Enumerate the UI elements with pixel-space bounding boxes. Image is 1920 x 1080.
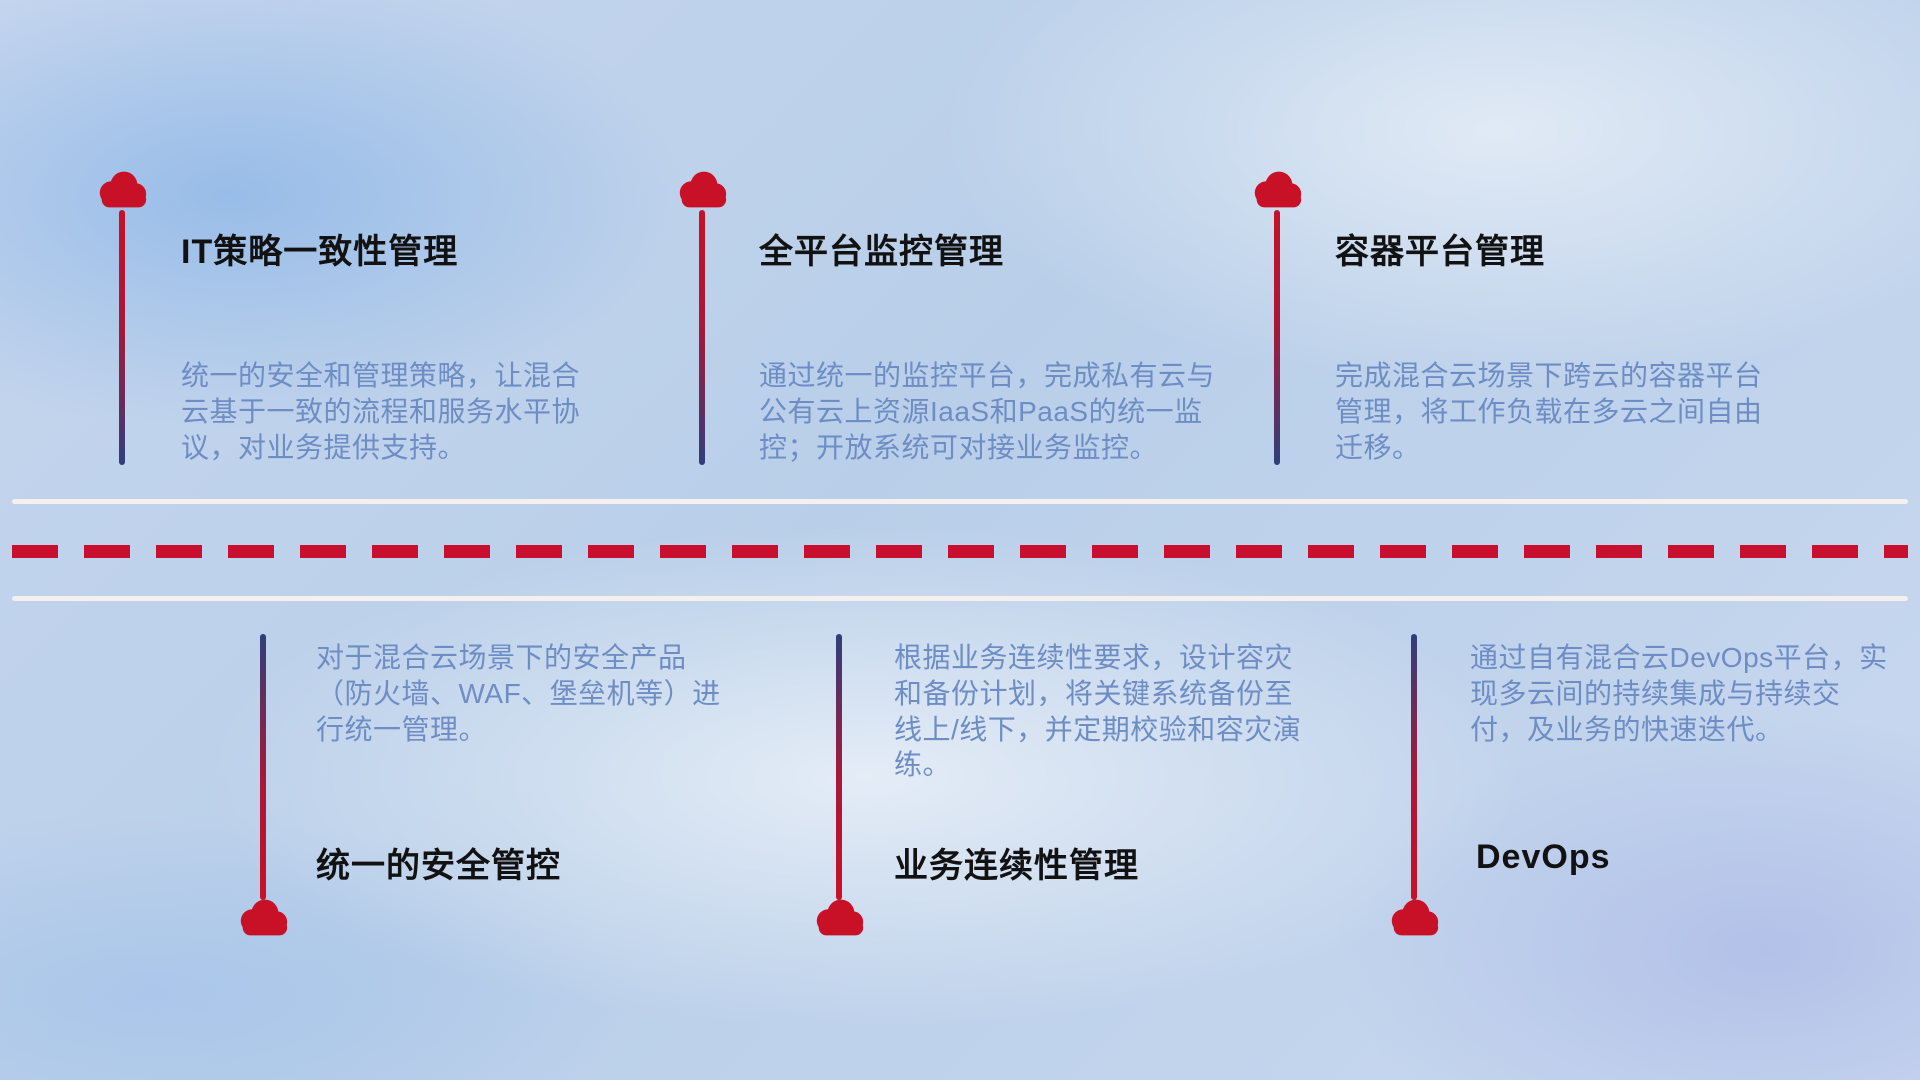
feature-title: IT策略一致性管理	[181, 233, 459, 271]
timeline-connector	[1411, 634, 1417, 900]
cloud-icon	[93, 168, 151, 210]
feature-desc: 根据业务连续性要求，设计容灾和备份计划，将关键系统备份至线上/线下，并定期校验和…	[894, 642, 1302, 781]
road-dashed-line	[12, 545, 1908, 558]
feature-desc: 统一的安全和管理策略，让混合云基于一致的流程和服务水平协议，对业务提供支持。	[181, 360, 581, 463]
road-top-line	[12, 499, 1908, 504]
cloud-icon	[1385, 896, 1443, 938]
feature-desc: 通过自有混合云DevOps平台，实现多云间的持续集成与持续交付，及业务的快速迭代…	[1470, 642, 1888, 745]
road-bottom-line	[12, 596, 1908, 601]
cloud-icon	[673, 168, 731, 210]
feature-desc: 完成混合云场景下跨云的容器平台管理，将工作负载在多云之间自由迁移。	[1335, 360, 1763, 463]
timeline-connector	[260, 634, 266, 900]
cloud-icon	[1248, 168, 1306, 210]
feature-title: 业务连续性管理	[894, 847, 1139, 885]
timeline-connector	[1274, 210, 1280, 465]
feature-title: DevOps	[1476, 838, 1611, 876]
feature-title: 统一的安全管控	[316, 847, 561, 885]
timeline-connector	[836, 634, 842, 900]
cloud-icon	[810, 896, 868, 938]
timeline-connector	[119, 210, 125, 465]
feature-desc: 对于混合云场景下的安全产品（防火墙、WAF、堡垒机等）进行统一管理。	[316, 642, 721, 745]
feature-title: 全平台监控管理	[759, 233, 1004, 271]
cloud-icon	[234, 896, 292, 938]
feature-desc: 通过统一的监控平台，完成私有云与公有云上资源IaaS和PaaS的统一监控；开放系…	[759, 360, 1216, 463]
feature-title: 容器平台管理	[1335, 233, 1545, 271]
timeline-connector	[699, 210, 705, 465]
